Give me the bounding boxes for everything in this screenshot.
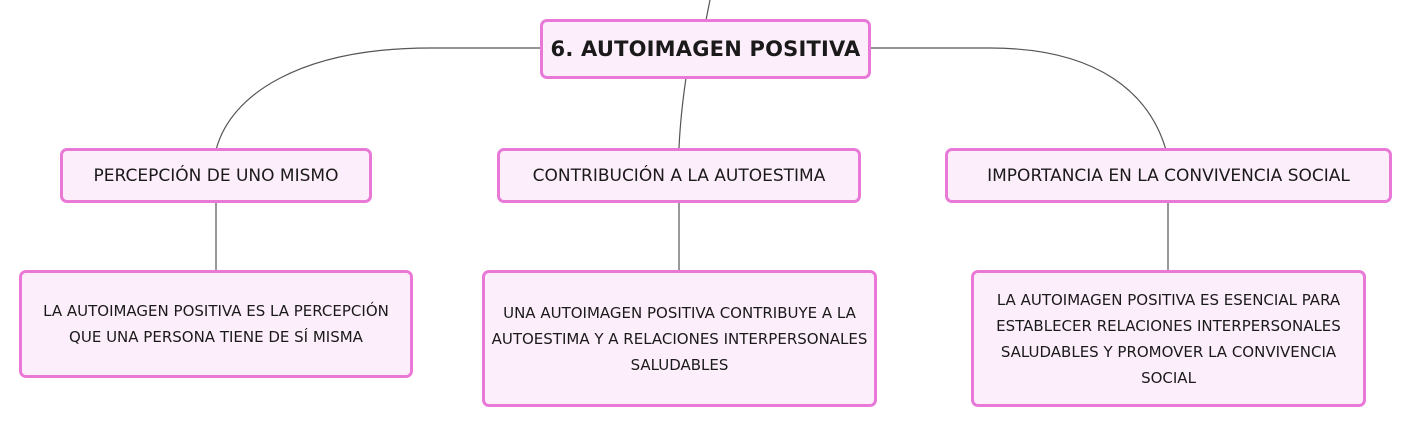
detail-node-perception[interactable]: LA AUTOIMAGEN POSITIVA ES LA PERCEPCIÓN … [19, 270, 413, 378]
detail-node-self-esteem[interactable]: UNA AUTOIMAGEN POSITIVA CONTRIBUYE A LA … [482, 270, 877, 407]
detail-text: LA AUTOIMAGEN POSITIVA ES ESENCIAL PARA … [996, 290, 1341, 387]
topic-label: PERCEPCIÓN DE UNO MISMO [93, 165, 339, 186]
topic-node-perception[interactable]: PERCEPCIÓN DE UNO MISMO [60, 148, 372, 203]
topic-node-social-coexistence[interactable]: IMPORTANCIA EN LA CONVIVENCIA SOCIAL [945, 148, 1392, 203]
topic-node-self-esteem[interactable]: CONTRIBUCIÓN A LA AUTOESTIMA [497, 148, 861, 203]
detail-node-social-coexistence[interactable]: LA AUTOIMAGEN POSITIVA ES ESENCIAL PARA … [971, 270, 1366, 407]
root-node[interactable]: 6. AUTOIMAGEN POSITIVA [540, 19, 871, 79]
connector-parent [705, 0, 711, 21]
connector-root-right [871, 47, 1167, 151]
detail-text: UNA AUTOIMAGEN POSITIVA CONTRIBUYE A LA … [491, 303, 868, 374]
detail-text: LA AUTOIMAGEN POSITIVA ES LA PERCEPCIÓN … [43, 302, 389, 346]
topic-label: IMPORTANCIA EN LA CONVIVENCIA SOCIAL [987, 165, 1350, 186]
topic-label: CONTRIBUCIÓN A LA AUTOESTIMA [532, 165, 826, 186]
root-label: 6. AUTOIMAGEN POSITIVA [550, 37, 861, 61]
connector-root-left [215, 47, 540, 151]
connector-root-center [678, 77, 687, 149]
